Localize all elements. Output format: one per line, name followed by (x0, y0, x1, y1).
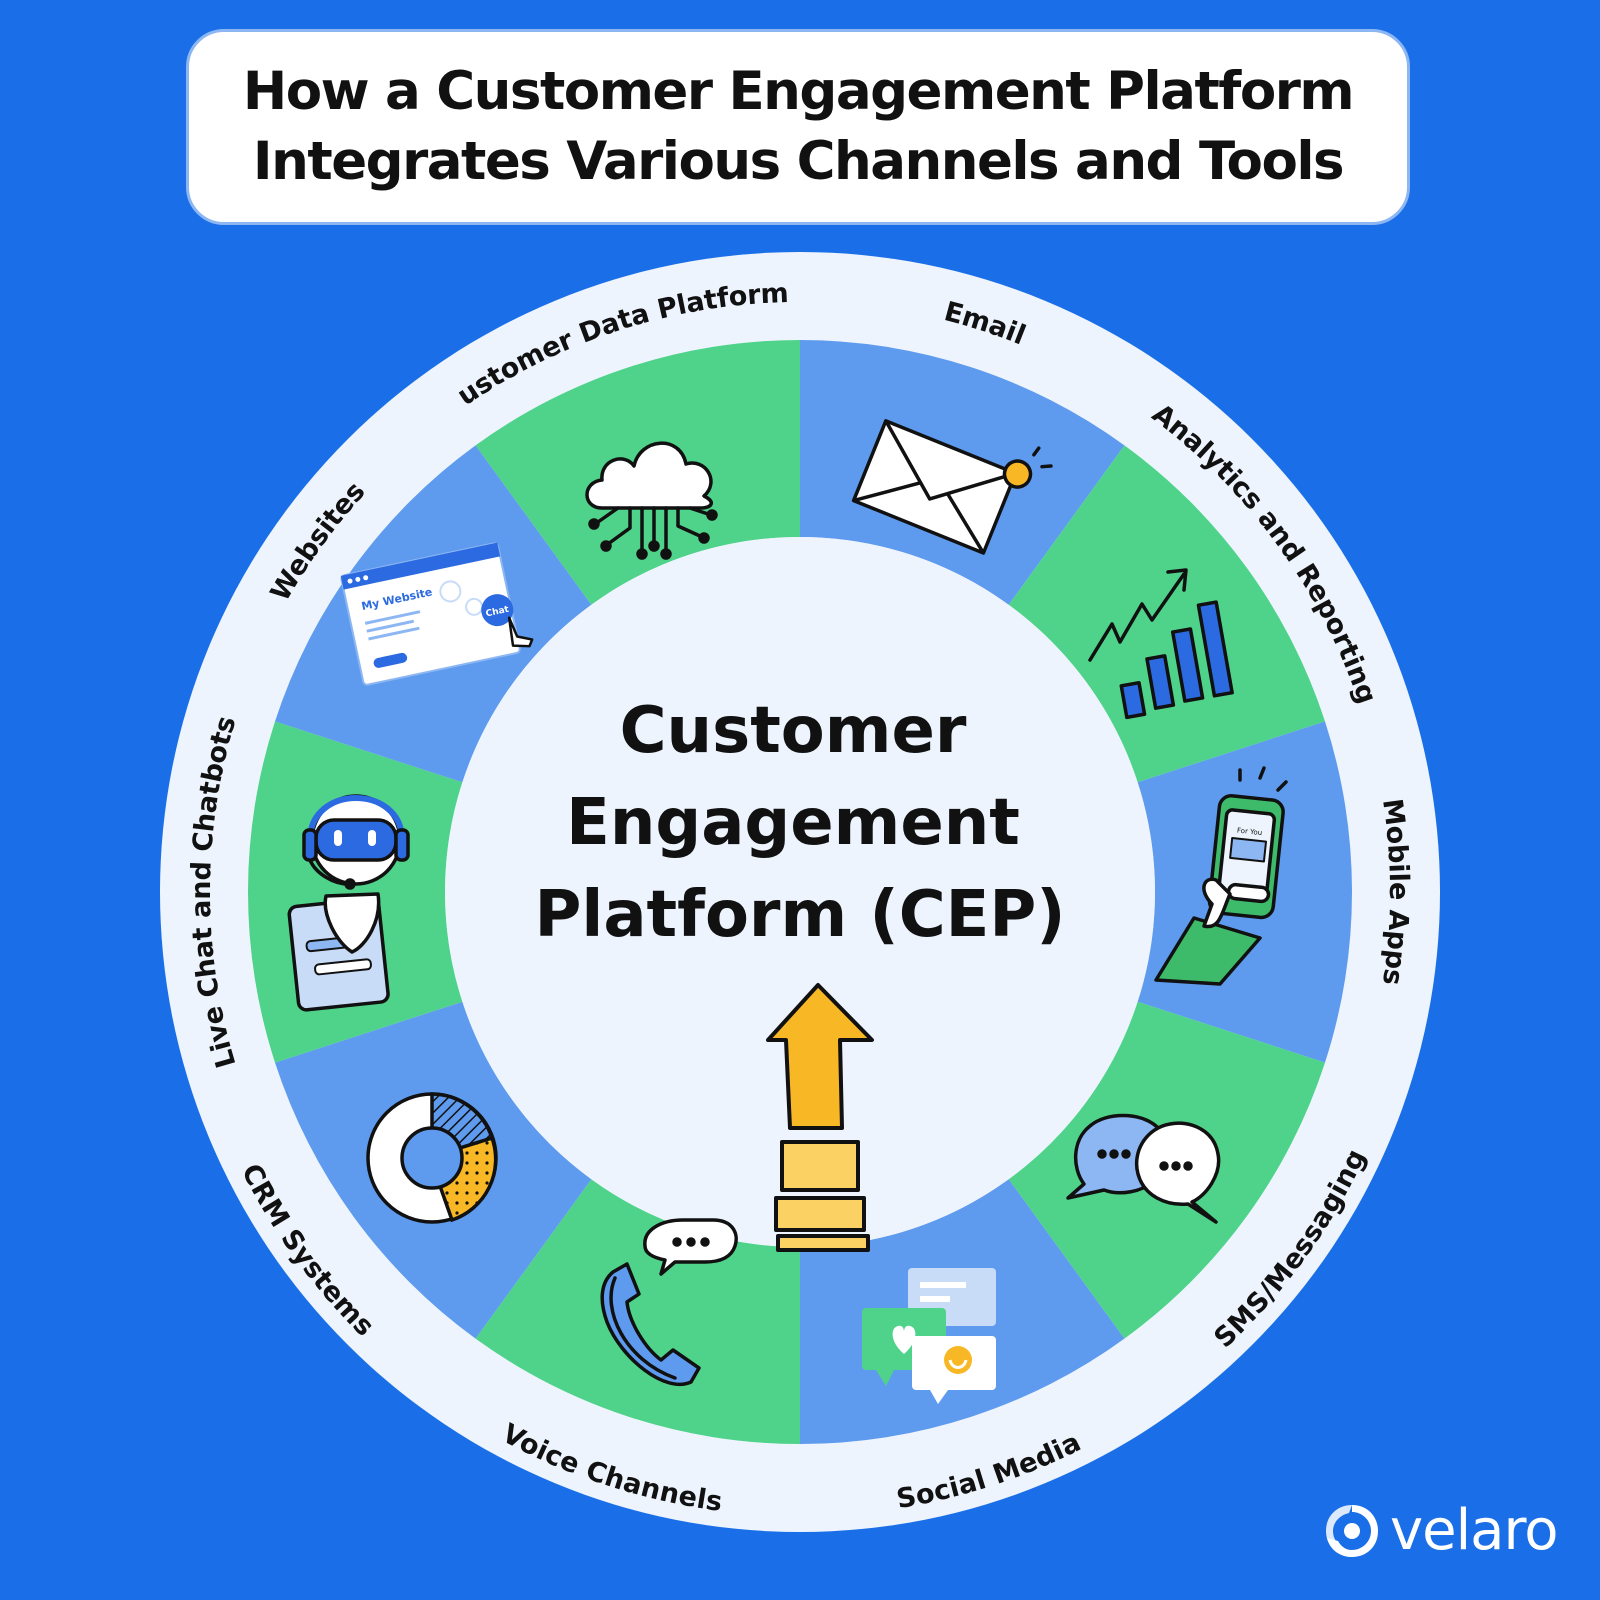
app-screen-label: For You (1237, 827, 1263, 838)
brand-name: velaro (1390, 1498, 1559, 1563)
center-title-line-3: Platform (CEP) (534, 878, 1065, 952)
center-circle (445, 537, 1155, 1247)
segment-sector-9 (248, 721, 463, 1063)
speech-bubbles-icon (1066, 1113, 1221, 1224)
envelope-notification-icon (851, 419, 1053, 555)
center-title-line-1: Customer (620, 694, 967, 768)
chat-bubble-text: Chat (485, 605, 511, 620)
segment-sector-3 (1008, 445, 1325, 783)
hand-holding-phone-icon: For You (1154, 766, 1288, 986)
brand-logo: velaro (1322, 1498, 1559, 1563)
donut-chart-icon (366, 1092, 498, 1224)
cloud-network-icon (585, 441, 718, 560)
velaro-logo-icon (1326, 1504, 1378, 1557)
social-reactions-icon (862, 1268, 996, 1404)
center-title-line-2: Engagement (566, 786, 1020, 860)
robot-agent-icon (287, 794, 410, 1012)
title-line-2: Integrates Various Channels and Tools (252, 131, 1345, 192)
title-box: How a Customer Engagement Platform Integ… (186, 29, 1410, 225)
rising-bar-chart-icon (1088, 568, 1234, 720)
website-window-icon: My Website Chat (340, 542, 534, 686)
growth-arrow-icon (766, 983, 874, 1252)
phone-call-icon (600, 1218, 738, 1386)
title-line-1: How a Customer Engagement Platform (242, 61, 1355, 122)
